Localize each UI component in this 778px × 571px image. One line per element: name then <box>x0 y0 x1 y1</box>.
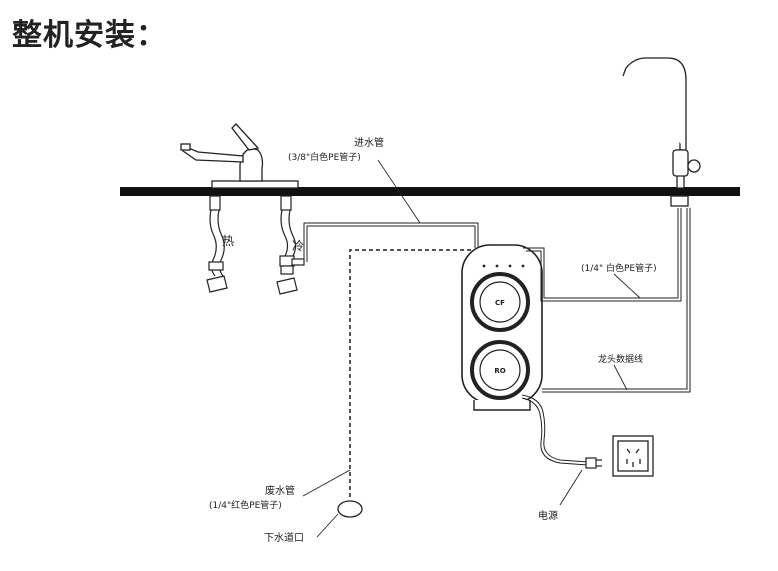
cold-label: 冷 <box>292 239 304 253</box>
page-title: 整机安装： <box>12 18 167 53</box>
countertop <box>120 187 740 196</box>
power-cable <box>521 394 589 466</box>
faucet-data-cable <box>542 208 691 393</box>
inlet-pipe-spec: (3/8"白色PE管子) <box>288 151 361 163</box>
ro-purifier-unit: CF RO <box>461 244 543 411</box>
hot-water-hose <box>206 195 228 293</box>
waste-pipe-spec: (1/4"红色PE管子) <box>209 499 282 511</box>
waste-pipe <box>349 249 480 497</box>
power-plug <box>585 457 602 469</box>
drain-label: 下水道口 <box>264 531 304 544</box>
faucet-cable-label: 龙头数据线 <box>598 353 643 365</box>
outlet-pipe-spec: (1/4" 白色PE管子) <box>581 262 657 274</box>
kitchen-faucet <box>180 123 299 189</box>
power-label: 电源 <box>538 509 558 522</box>
outlet-pipe <box>523 208 682 302</box>
hot-label: 热 <box>222 234 234 248</box>
ro-label: RO <box>494 367 505 375</box>
leader-lines <box>302 159 641 538</box>
drain-opening <box>337 500 363 518</box>
waste-pipe-label: 废水管 <box>265 484 295 497</box>
inlet-pipe <box>303 222 479 262</box>
wall-outlet <box>612 435 654 477</box>
cf-label: CF <box>495 299 505 307</box>
inlet-pipe-label: 进水管 <box>354 136 384 149</box>
drinking-faucet <box>622 57 701 207</box>
